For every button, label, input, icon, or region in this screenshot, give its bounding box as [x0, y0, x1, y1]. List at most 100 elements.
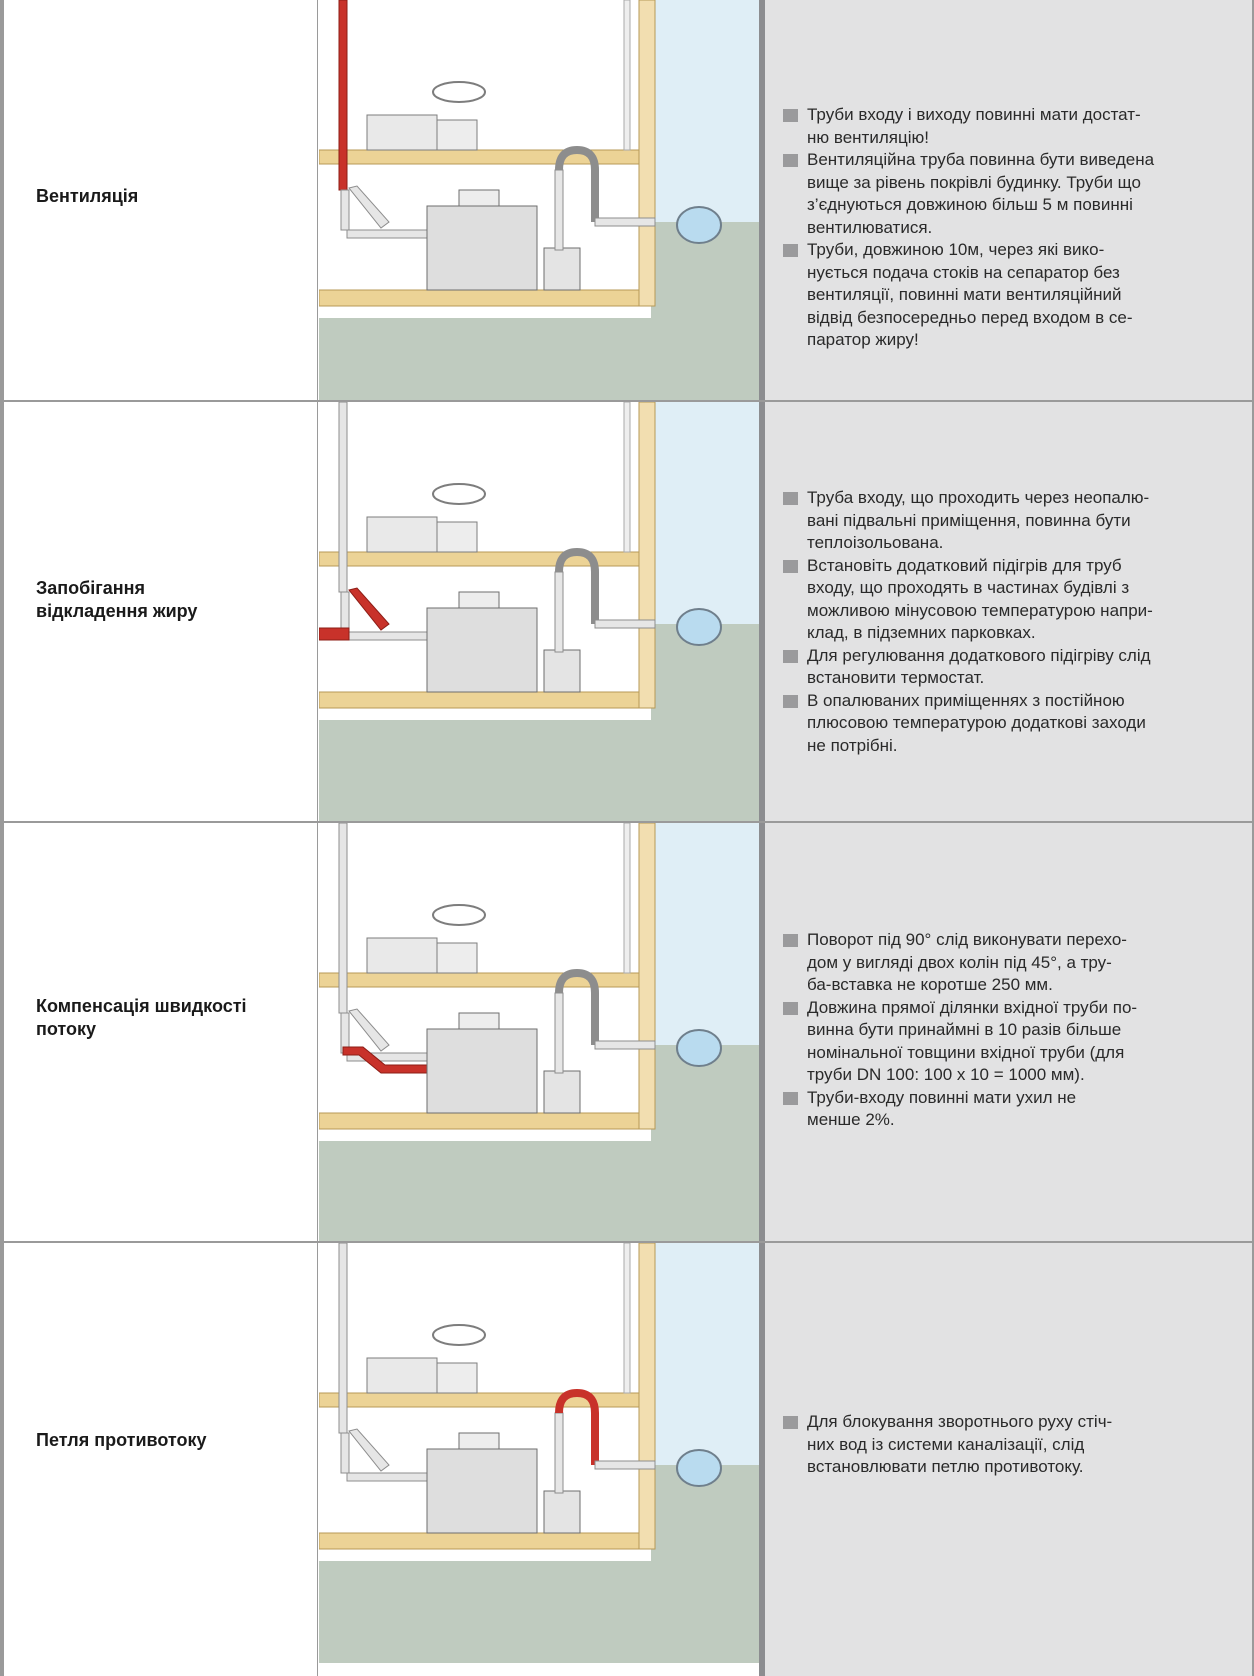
bullet-text-line: винна бути принаймні в 10 разів більше: [807, 1020, 1122, 1039]
outer-wall: [638, 823, 656, 1130]
row-divider: [0, 821, 1254, 823]
bullet-text-line: вентилюватися.: [807, 217, 933, 237]
bullet-item: Труба входу, що проходить через неопалю-…: [783, 487, 1239, 555]
installation-diagram: [319, 0, 759, 400]
bullet-text-line: ню вентиляцію!: [807, 127, 929, 147]
description-cell: Труби входу і виходу повинні мати достат…: [765, 0, 1254, 400]
bullet-text-line: відвід безпосередньо перед входом в се-: [807, 307, 1133, 327]
bullet-item: Вентиляційна труба повинна бути виведена…: [783, 149, 1239, 239]
bullet-text-line: клад, в підземних парковках.: [807, 623, 1036, 642]
building-section-diagram: [319, 402, 759, 821]
square-bullet-icon: [783, 492, 798, 505]
public-sewer-icon: [676, 206, 722, 244]
pump-unit: [543, 1070, 581, 1114]
bullet-text-line: входу, що проходять в частинах будівлі з: [807, 578, 1130, 597]
building-section-diagram: [319, 0, 759, 400]
bullet-text-line: не потрібні.: [807, 735, 898, 755]
vertical-riser: [623, 823, 631, 974]
square-bullet-icon: [783, 109, 798, 122]
dishwasher-unit: [436, 1362, 478, 1394]
bullet-text-line: Труби-входу повинні мати ухил не: [807, 1087, 1077, 1107]
bullet-text-line: номінальної товщини вхідної труби (для: [807, 1042, 1125, 1062]
bullet-text-line: вентиляції, повинні мати вентиляційний: [807, 285, 1122, 304]
outlet-pipe: [594, 1460, 656, 1470]
row-divider: [0, 400, 1254, 402]
tank-lid: [458, 1432, 500, 1450]
grease-separator-tank: [426, 1448, 538, 1534]
basin-bowl: [432, 1324, 486, 1346]
bullet-text-line: теплоізольована.: [807, 533, 944, 552]
row-title: Петля противотоку: [36, 1430, 207, 1450]
bullet-text-line: нується подача стоків на сепаратор без: [807, 262, 1120, 282]
pressure-pipe: [554, 992, 564, 1074]
bullet-text-line: вище за рівень покрівлі будинку. Труби щ…: [807, 172, 1141, 192]
pump-unit: [543, 247, 581, 291]
column-divider: [759, 0, 765, 1676]
row-title-cell: Петля противотоку: [4, 1243, 318, 1676]
bullet-text-line: труби DN 100: 100 х 10 = 1000 мм).: [807, 1065, 1085, 1084]
backflow-loop-pipe: [555, 1388, 599, 1465]
building-section-diagram: [319, 1243, 759, 1663]
installation-diagram: [319, 402, 759, 821]
dishwasher-unit: [436, 942, 478, 974]
inlet-elbow: [348, 185, 390, 229]
sink-cabinet: [366, 114, 438, 151]
bullet-text-line: Для блокування зворотнього руху стіч-: [807, 1412, 1113, 1431]
bullet-item: Труби, довжиною 10м, через які вико-нуєт…: [783, 239, 1239, 352]
ground-below: [319, 1561, 759, 1663]
bullet-text-line: дом у вигляді двох колін під 45°, а тру-: [807, 952, 1112, 972]
outlet-pipe: [594, 619, 656, 629]
sink-cabinet: [366, 937, 438, 974]
outer-wall: [638, 402, 656, 709]
dishwasher-unit: [436, 119, 478, 151]
installation-diagram: [319, 1243, 759, 1663]
ground-below: [319, 720, 759, 821]
row-divider: [0, 1241, 1254, 1243]
grease-separator-tank: [426, 1028, 538, 1114]
row-title: Компенсація швидкості потоку: [36, 996, 247, 1039]
vertical-riser: [623, 402, 631, 553]
ground-floor-slab: [319, 972, 655, 988]
inlet-pipe: [346, 1472, 428, 1482]
drop-pipe: [340, 1432, 350, 1474]
row-title-cell: Компенсація швидкості потоку: [4, 823, 318, 1241]
row-title: Вентиляція: [36, 186, 139, 206]
square-bullet-icon: [783, 649, 798, 663]
backflow-loop-pipe: [555, 968, 599, 1045]
sink-cabinet: [366, 516, 438, 553]
pump-unit: [543, 649, 581, 693]
ground-below: [319, 318, 759, 400]
row-title-cell: Вентиляція: [4, 0, 318, 400]
ground-floor-slab: [319, 149, 655, 165]
dishwasher-unit: [436, 521, 478, 553]
bullet-item: Для регулювання додаткового підігріву сл…: [783, 645, 1239, 690]
vertical-riser: [623, 1243, 631, 1394]
bullet-text-line: Труби входу і виходу повинні мати достат…: [807, 105, 1141, 124]
diagram-cell: [319, 402, 759, 821]
bullet-text-line: Поворот під 90° слід виконувати перехо-: [807, 930, 1127, 949]
basement-floor-slab: [319, 691, 655, 709]
tank-lid: [458, 189, 500, 207]
description-list: Поворот під 90° слід виконувати перехо-д…: [783, 929, 1239, 1132]
bullet-text-line: можливою мінусовою температурою напри-: [807, 600, 1153, 620]
description-cell: Для блокування зворотнього руху стіч-них…: [765, 1243, 1254, 1676]
basement-floor-slab: [319, 289, 655, 307]
inlet-pipe: [346, 631, 428, 641]
bullet-text-line: Вентиляційна труба повинна бути виведена: [807, 150, 1155, 169]
description-cell: Труба входу, що проходить через неопалю-…: [765, 402, 1254, 821]
table-left-border: [0, 0, 4, 1676]
basin-bowl: [432, 483, 486, 505]
backflow-loop-pipe: [555, 547, 599, 624]
bullet-text-line: них вод із системи каналізації, слід: [807, 1434, 1085, 1454]
diagram-cell: [319, 823, 759, 1241]
bullet-text-line: встановити термостат.: [807, 668, 985, 687]
drop-pipe: [340, 189, 350, 231]
pump-unit: [543, 1490, 581, 1534]
square-bullet-icon: [783, 1091, 798, 1105]
square-bullet-icon: [783, 559, 798, 573]
tank-lid: [458, 591, 500, 609]
table-row-backflow-loop: Петля противотоку Для блокування зворотн…: [0, 1243, 1254, 1676]
installation-diagram: [319, 823, 759, 1241]
